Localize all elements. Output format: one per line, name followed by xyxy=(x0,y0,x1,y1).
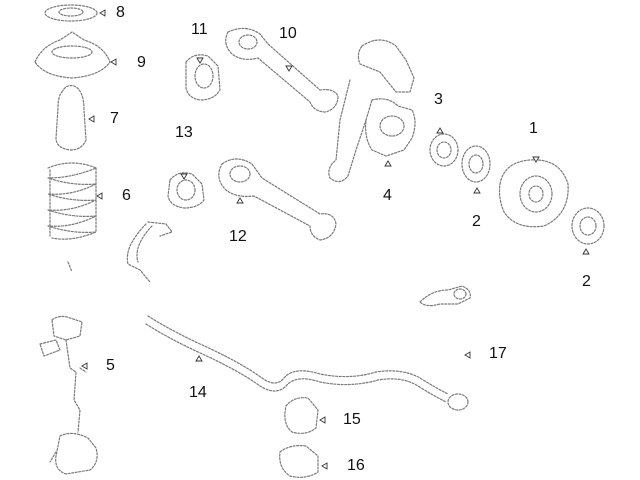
part-13-bushing xyxy=(167,172,205,209)
part-16-bracket xyxy=(279,445,319,478)
part-11-bushing xyxy=(185,54,221,101)
marker-17 xyxy=(464,351,471,359)
part-7-bumper-boot xyxy=(55,85,87,151)
marker-9 xyxy=(110,58,117,66)
part-12-lower-arm xyxy=(218,158,337,241)
part-14-stabilizer-bar xyxy=(145,315,469,411)
callout-13: 13 xyxy=(175,124,193,141)
callout-1: 1 xyxy=(529,120,538,137)
part-9-spring-seat xyxy=(34,31,111,79)
callout-2a: 2 xyxy=(472,213,481,230)
callout-7: 7 xyxy=(110,110,119,127)
marker-15 xyxy=(319,416,326,424)
part-2-bearing-inner xyxy=(461,145,491,183)
callout-10: 10 xyxy=(279,25,297,42)
part-stabilizer-link-left xyxy=(126,221,173,283)
part-6-coil-spring xyxy=(47,162,97,240)
callout-15: 15 xyxy=(343,411,361,428)
part-8-mount-cap xyxy=(44,4,98,22)
part-3-seal xyxy=(429,133,459,167)
part-2-bearing-outer xyxy=(571,207,605,245)
callout-2b: 2 xyxy=(582,273,591,290)
callout-12: 12 xyxy=(229,228,247,245)
callout-5: 5 xyxy=(106,357,115,374)
marker-4 xyxy=(384,160,392,167)
callout-9: 9 xyxy=(137,54,146,71)
part-5-strut xyxy=(39,315,98,475)
part-17-link-nut xyxy=(419,285,471,307)
marker-6 xyxy=(96,192,103,200)
callout-16: 16 xyxy=(347,457,365,474)
callout-8: 8 xyxy=(116,4,125,21)
marker-14 xyxy=(195,355,203,362)
marker-2a xyxy=(473,187,481,194)
marker-2b xyxy=(582,248,590,255)
marker-8 xyxy=(99,9,106,17)
marker-16 xyxy=(321,462,328,470)
part-10-upper-arm xyxy=(225,27,339,113)
marker-11 xyxy=(196,57,204,64)
callout-markers xyxy=(81,9,590,470)
marker-1 xyxy=(532,156,540,163)
part-15-bar-bushing xyxy=(284,397,319,434)
marker-7 xyxy=(88,115,95,123)
marker-13 xyxy=(180,173,188,180)
marker-12 xyxy=(236,197,244,204)
spring-bolt xyxy=(67,261,73,273)
marker-5 xyxy=(81,362,88,370)
part-4-knuckle xyxy=(328,39,416,183)
callout-11: 11 xyxy=(191,21,208,38)
callout-6: 6 xyxy=(122,187,131,204)
part-1-hub xyxy=(498,159,569,228)
marker-3 xyxy=(436,127,444,134)
marker-10 xyxy=(285,65,293,72)
callout-4: 4 xyxy=(383,187,392,204)
callout-3: 3 xyxy=(434,91,443,108)
callout-17: 17 xyxy=(489,345,507,362)
callout-14: 14 xyxy=(189,384,207,401)
